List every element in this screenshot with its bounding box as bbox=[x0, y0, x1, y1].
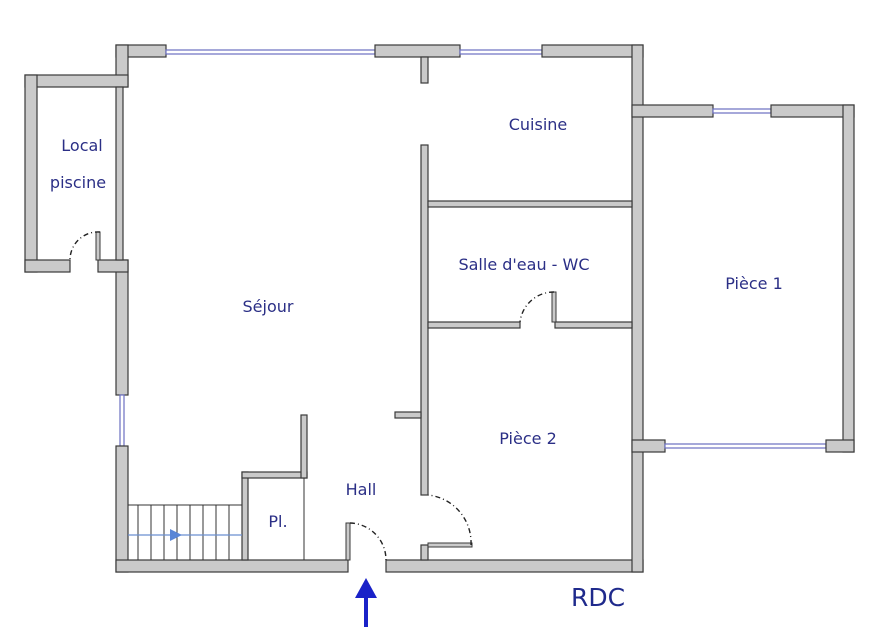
room-label-hall: Hall bbox=[346, 480, 377, 499]
walls bbox=[24, 44, 855, 573]
room-label-piece2: Pièce 2 bbox=[499, 429, 557, 448]
room-label-sejour: Séjour bbox=[243, 297, 294, 316]
entrance-door[interactable] bbox=[345, 522, 351, 561]
window bbox=[459, 49, 543, 55]
level-label: RDC bbox=[571, 583, 625, 612]
doors bbox=[69, 231, 557, 561]
window bbox=[664, 443, 827, 449]
staircase bbox=[128, 504, 242, 560]
door-local-piscine[interactable] bbox=[95, 231, 101, 261]
entrance-arrow-icon bbox=[355, 578, 377, 627]
stair-arrow-icon bbox=[170, 529, 182, 541]
door-salle-eau[interactable] bbox=[551, 291, 557, 323]
room-label-cuisine: Cuisine bbox=[509, 115, 568, 134]
door-piece2[interactable] bbox=[427, 542, 473, 548]
window bbox=[712, 108, 772, 114]
window bbox=[119, 394, 125, 447]
room-label-piece1: Pièce 1 bbox=[725, 274, 783, 293]
room-label-placard: Pl. bbox=[268, 512, 287, 531]
window bbox=[165, 49, 376, 55]
room-label-local: Local bbox=[61, 136, 102, 155]
room-label-salle-eau: Salle d'eau - WC bbox=[458, 255, 589, 274]
room-label-piscine: piscine bbox=[50, 173, 106, 192]
